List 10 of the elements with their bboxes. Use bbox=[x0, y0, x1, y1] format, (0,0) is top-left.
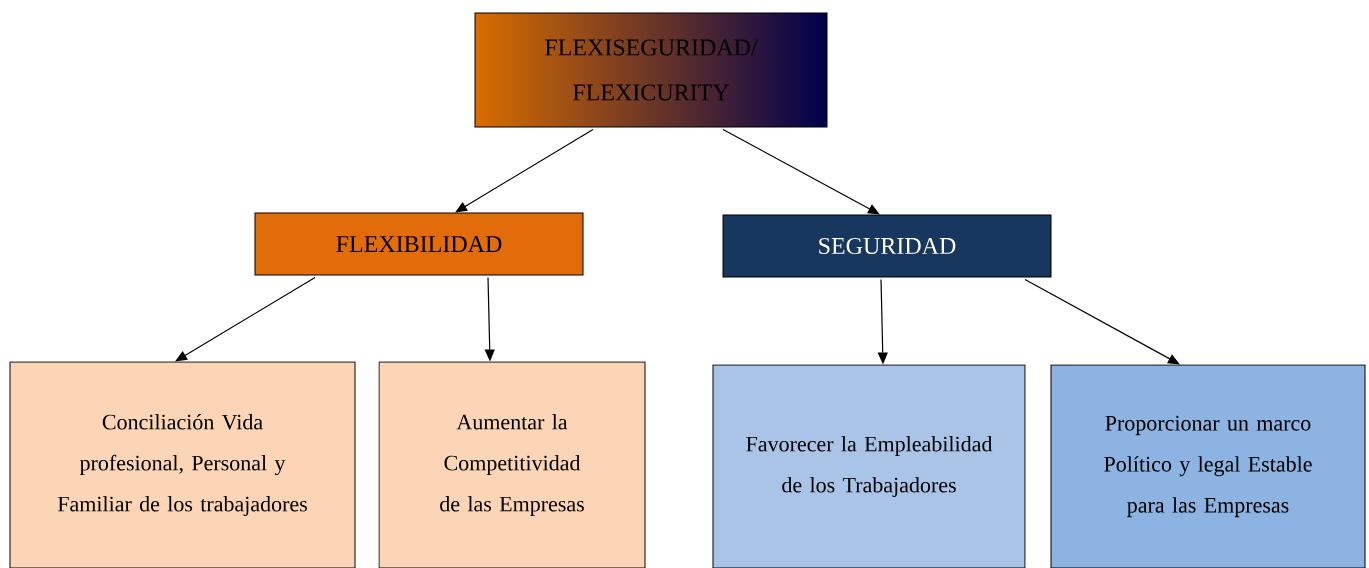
goal-box: Aumentar la Competitividad de las Empresas bbox=[378, 361, 646, 568]
arrow bbox=[455, 128, 594, 213]
category-box: SEGURIDAD bbox=[722, 214, 1052, 278]
arrow bbox=[1024, 278, 1180, 365]
category-box: FLEXIBILIDAD bbox=[254, 212, 584, 276]
goal-box: Favorecer la Empleabilidad de los Trabajadores bbox=[712, 364, 1026, 568]
arrow bbox=[175, 276, 316, 362]
arrow bbox=[722, 128, 880, 215]
goal-box: Proporcionar un marco Político y legal Estable para las Empresas bbox=[1050, 364, 1366, 568]
goal-box: Conciliación Vida profesional, Personal y Familiar de los trabajadores bbox=[9, 361, 356, 568]
